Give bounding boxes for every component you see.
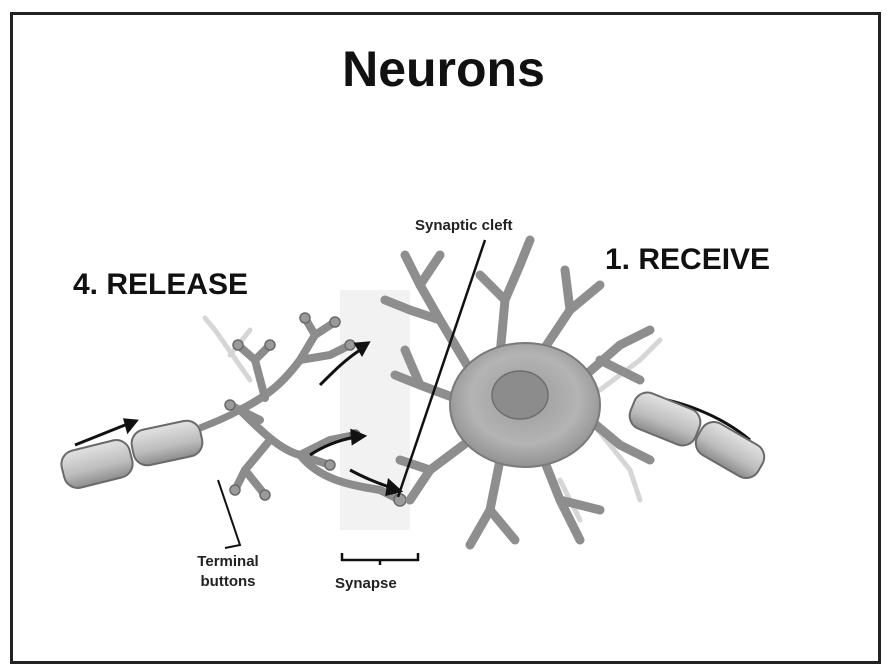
nucleus (492, 371, 548, 419)
right-axon (625, 388, 769, 483)
page-title: Neurons (0, 40, 887, 98)
release-label: 4. RELEASE (73, 268, 248, 302)
synaptic-cleft-label: Synaptic cleft (415, 216, 513, 236)
left-axon (58, 410, 240, 491)
terminal-buttons-line1: Terminal (188, 552, 268, 572)
synapse-label: Synapse (335, 574, 397, 594)
synapse-bracket (342, 553, 418, 565)
terminal-buttons-label: Terminal buttons (188, 552, 268, 592)
receive-label: 1. RECEIVE (605, 243, 770, 277)
terminal-buttons-line2: buttons (188, 572, 268, 592)
